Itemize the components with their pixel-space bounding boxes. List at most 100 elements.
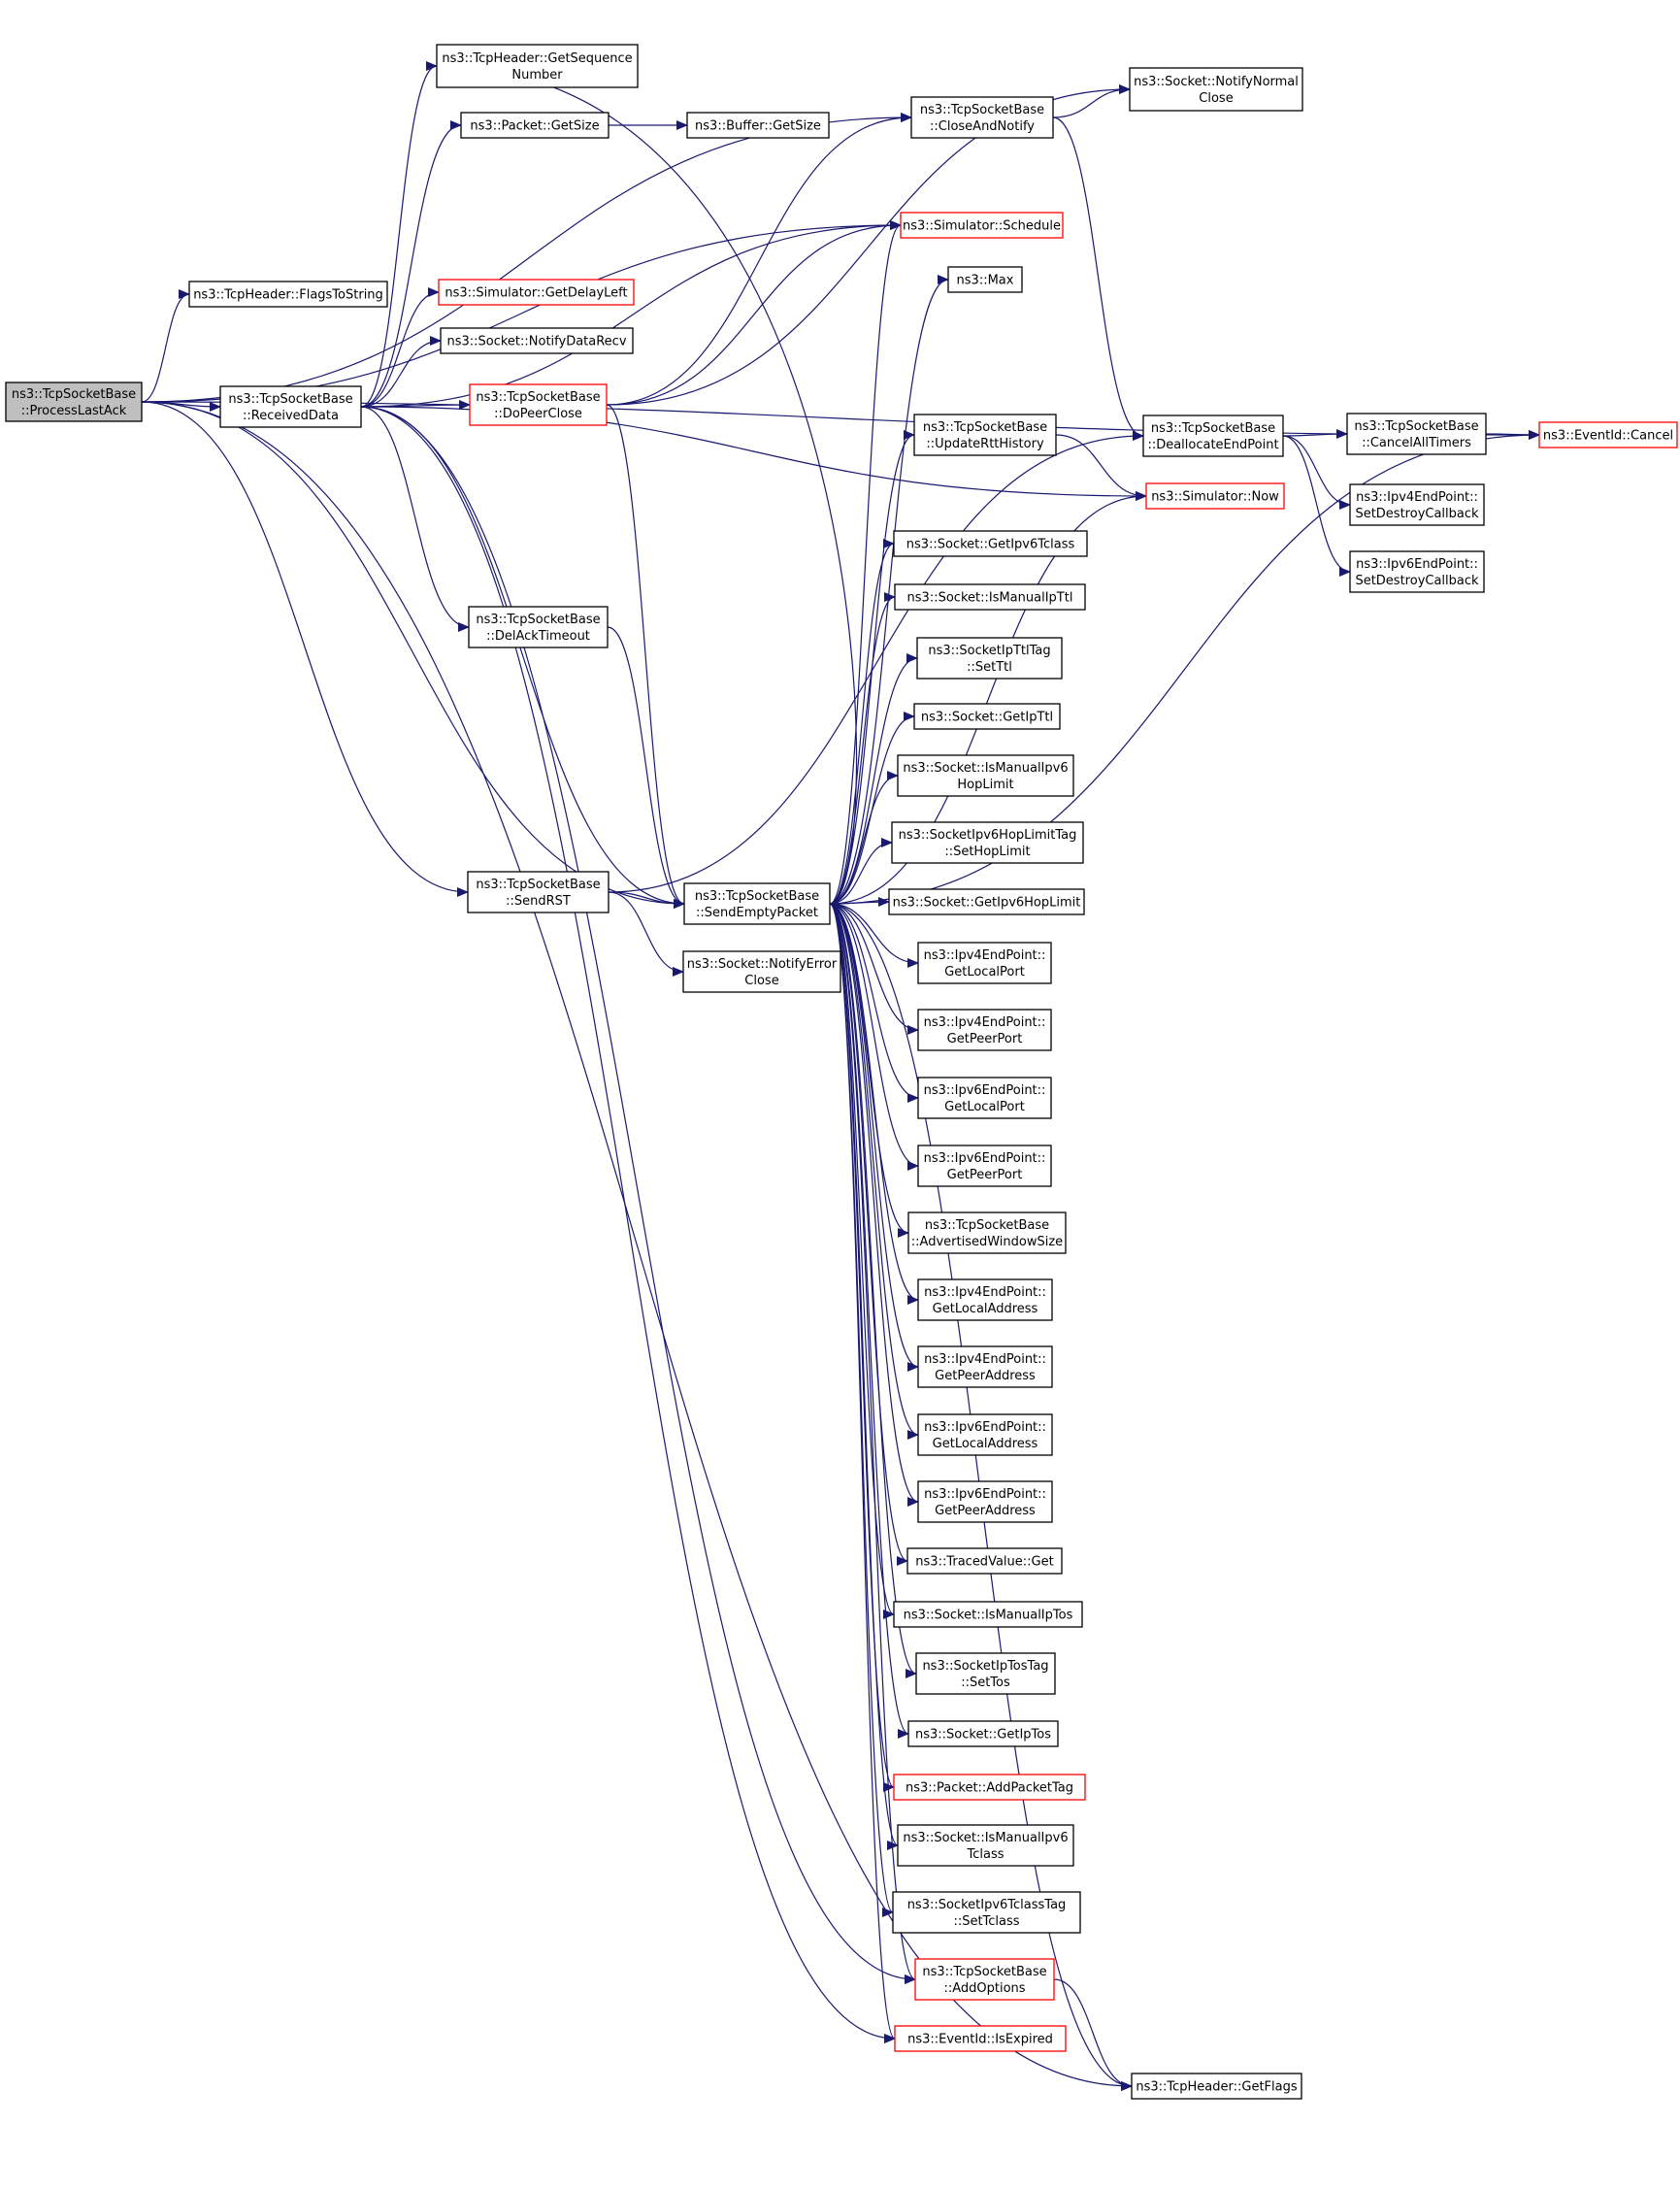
node-ipv6-set-destroy-callback[interactable]: ns3::Ipv6EndPoint::SetDestroyCallback <box>1349 550 1485 593</box>
node-send-empty-packet[interactable]: ns3::TcpSocketBase::SendEmptyPacket <box>683 882 831 925</box>
node-box[interactable] <box>460 112 609 139</box>
node-ipv6-get-local-address[interactable]: ns3::Ipv6EndPoint::GetLocalAddress <box>917 1413 1053 1456</box>
node-is-manual-ip-ttl[interactable]: ns3::Socket::IsManualIpTtl <box>894 583 1086 611</box>
node-box[interactable] <box>917 1480 1053 1523</box>
node-box[interactable] <box>913 414 1057 456</box>
node-box[interactable] <box>894 2025 1067 2052</box>
node-simulator-now[interactable]: ns3::Simulator::Now <box>1145 482 1285 510</box>
node-get-ip-tos[interactable]: ns3::Socket::GetIpTos <box>907 1720 1059 1747</box>
node-notify-data-recv[interactable]: ns3::Socket::NotifyDataRecv <box>440 327 634 354</box>
node-box[interactable] <box>894 583 1086 611</box>
node-box[interactable] <box>893 1774 1086 1801</box>
node-box[interactable] <box>440 327 634 354</box>
node-packet-get-size[interactable]: ns3::Packet::GetSize <box>460 112 609 139</box>
node-box[interactable] <box>686 112 830 139</box>
node-box[interactable] <box>1131 2073 1302 2100</box>
node-flags-to-string[interactable]: ns3::TcpHeader::FlagsToString <box>188 281 388 308</box>
node-box[interactable] <box>891 821 1084 864</box>
node-box[interactable] <box>5 382 143 422</box>
node-get-ipv6-tclass[interactable]: ns3::Socket::GetIpv6Tclass <box>893 530 1088 557</box>
node-box[interactable] <box>1346 413 1487 455</box>
node-del-ack-timeout[interactable]: ns3::TcpSocketBase::DelAckTimeout <box>468 606 609 648</box>
node-box[interactable] <box>917 1009 1052 1051</box>
node-add-packet-tag[interactable]: ns3::Packet::AddPacketTag <box>893 1774 1086 1801</box>
node-box[interactable] <box>917 1345 1053 1388</box>
node-ipv4-get-peer-port[interactable]: ns3::Ipv4EndPoint::GetPeerPort <box>917 1009 1052 1051</box>
node-ipv4-get-peer-address[interactable]: ns3::Ipv4EndPoint::GetPeerAddress <box>917 1345 1053 1388</box>
node-advertised-window-size[interactable]: ns3::TcpSocketBase::AdvertisedWindowSize <box>907 1211 1067 1254</box>
node-get-delay-left[interactable]: ns3::Simulator::GetDelayLeft <box>438 279 635 306</box>
node-add-options[interactable]: ns3::TcpSocketBase::AddOptions <box>914 1958 1055 2001</box>
node-box[interactable] <box>1129 67 1303 112</box>
node-buffer-get-size[interactable]: ns3::Buffer::GetSize <box>686 112 830 139</box>
node-box[interactable] <box>914 1958 1055 2001</box>
node-tclass-tag-set-tclass[interactable]: ns3::SocketIpv6TclassTag::SetTclass <box>892 1891 1081 1934</box>
node-ipv4-get-local-address[interactable]: ns3::Ipv4EndPoint::GetLocalAddress <box>917 1278 1053 1321</box>
node-close-and-notify[interactable]: ns3::TcpSocketBase::CloseAndNotify <box>910 96 1054 139</box>
node-box[interactable] <box>917 1077 1052 1119</box>
node-ipv6-get-peer-address[interactable]: ns3::Ipv6EndPoint::GetPeerAddress <box>917 1480 1053 1523</box>
node-tcp-header-get-flags[interactable]: ns3::TcpHeader::GetFlags <box>1131 2073 1302 2100</box>
node-cancel-all-timers[interactable]: ns3::TcpSocketBase::CancelAllTimers <box>1346 413 1487 455</box>
node-box[interactable] <box>219 385 362 428</box>
node-box[interactable] <box>910 96 1054 139</box>
node-box[interactable] <box>467 871 609 913</box>
node-box[interactable] <box>907 1211 1067 1254</box>
node-event-id-cancel[interactable]: ns3::EventId::Cancel <box>1538 421 1678 448</box>
node-box[interactable] <box>1538 421 1678 448</box>
node-box[interactable] <box>1349 483 1485 526</box>
node-box[interactable] <box>897 1824 1074 1867</box>
node-box[interactable] <box>888 888 1085 915</box>
node-box[interactable] <box>913 703 1061 730</box>
node-box[interactable] <box>682 950 841 993</box>
node-box[interactable] <box>900 212 1064 239</box>
node-box[interactable] <box>1145 482 1285 510</box>
node-get-ip-ttl[interactable]: ns3::Socket::GetIpTtl <box>913 703 1061 730</box>
node-box[interactable] <box>893 1601 1083 1628</box>
node-box[interactable] <box>907 1720 1059 1747</box>
node-box[interactable] <box>917 1145 1052 1187</box>
node-update-rtt-history[interactable]: ns3::TcpSocketBase::UpdateRttHistory <box>913 414 1057 456</box>
node-hop-limit-tag-set-hop-limit[interactable]: ns3::SocketIpv6HopLimitTag::SetHopLimit <box>891 821 1084 864</box>
node-max[interactable]: ns3::Max <box>947 266 1023 293</box>
node-received-data[interactable]: ns3::TcpSocketBase::ReceivedData <box>219 385 362 428</box>
node-box[interactable] <box>917 942 1052 984</box>
node-box[interactable] <box>436 44 639 88</box>
node-ipv6-get-peer-port[interactable]: ns3::Ipv6EndPoint::GetPeerPort <box>917 1145 1052 1187</box>
node-ip-tos-tag-set-tos[interactable]: ns3::SocketIpTosTag::SetTos <box>915 1652 1056 1695</box>
node-deallocate-end-point[interactable]: ns3::TcpSocketBase::DeallocateEndPoint <box>1142 415 1284 457</box>
node-ipv6-get-local-port[interactable]: ns3::Ipv6EndPoint::GetLocalPort <box>917 1077 1052 1119</box>
node-box[interactable] <box>947 266 1023 293</box>
node-box[interactable] <box>683 882 831 925</box>
node-event-id-is-expired[interactable]: ns3::EventId::IsExpired <box>894 2025 1067 2052</box>
node-box[interactable] <box>438 279 635 306</box>
node-send-rst[interactable]: ns3::TcpSocketBase::SendRST <box>467 871 609 913</box>
node-simulator-schedule[interactable]: ns3::Simulator::Schedule <box>900 212 1064 239</box>
node-box[interactable] <box>916 637 1063 680</box>
node-ipv4-get-local-port[interactable]: ns3::Ipv4EndPoint::GetLocalPort <box>917 942 1052 984</box>
node-box[interactable] <box>468 606 609 648</box>
node-ipv4-set-destroy-callback[interactable]: ns3::Ipv4EndPoint::SetDestroyCallback <box>1349 483 1485 526</box>
node-box[interactable] <box>188 281 388 308</box>
node-box[interactable] <box>893 530 1088 557</box>
node-box[interactable] <box>1142 415 1284 457</box>
node-traced-value-get[interactable]: ns3::TracedValue::Get <box>906 1547 1063 1575</box>
node-get-ipv6-hop-limit[interactable]: ns3::Socket::GetIpv6HopLimit <box>888 888 1085 915</box>
node-box[interactable] <box>915 1652 1056 1695</box>
node-box[interactable] <box>917 1413 1053 1456</box>
node-box[interactable] <box>469 383 608 426</box>
node-box[interactable] <box>892 1891 1081 1934</box>
node-box[interactable] <box>1349 550 1485 593</box>
node-do-peer-close[interactable]: ns3::TcpSocketBase::DoPeerClose <box>469 383 608 426</box>
node-box[interactable] <box>917 1278 1053 1321</box>
node-is-manual-ip-tos[interactable]: ns3::Socket::IsManualIpTos <box>893 1601 1083 1628</box>
node-box[interactable] <box>897 754 1074 797</box>
node-ip-ttl-tag-set-ttl[interactable]: ns3::SocketIpTtlTag::SetTtl <box>916 637 1063 680</box>
node-box[interactable] <box>906 1547 1063 1575</box>
node-process-last-ack[interactable]: ns3::TcpSocketBase::ProcessLastAck <box>5 382 143 422</box>
